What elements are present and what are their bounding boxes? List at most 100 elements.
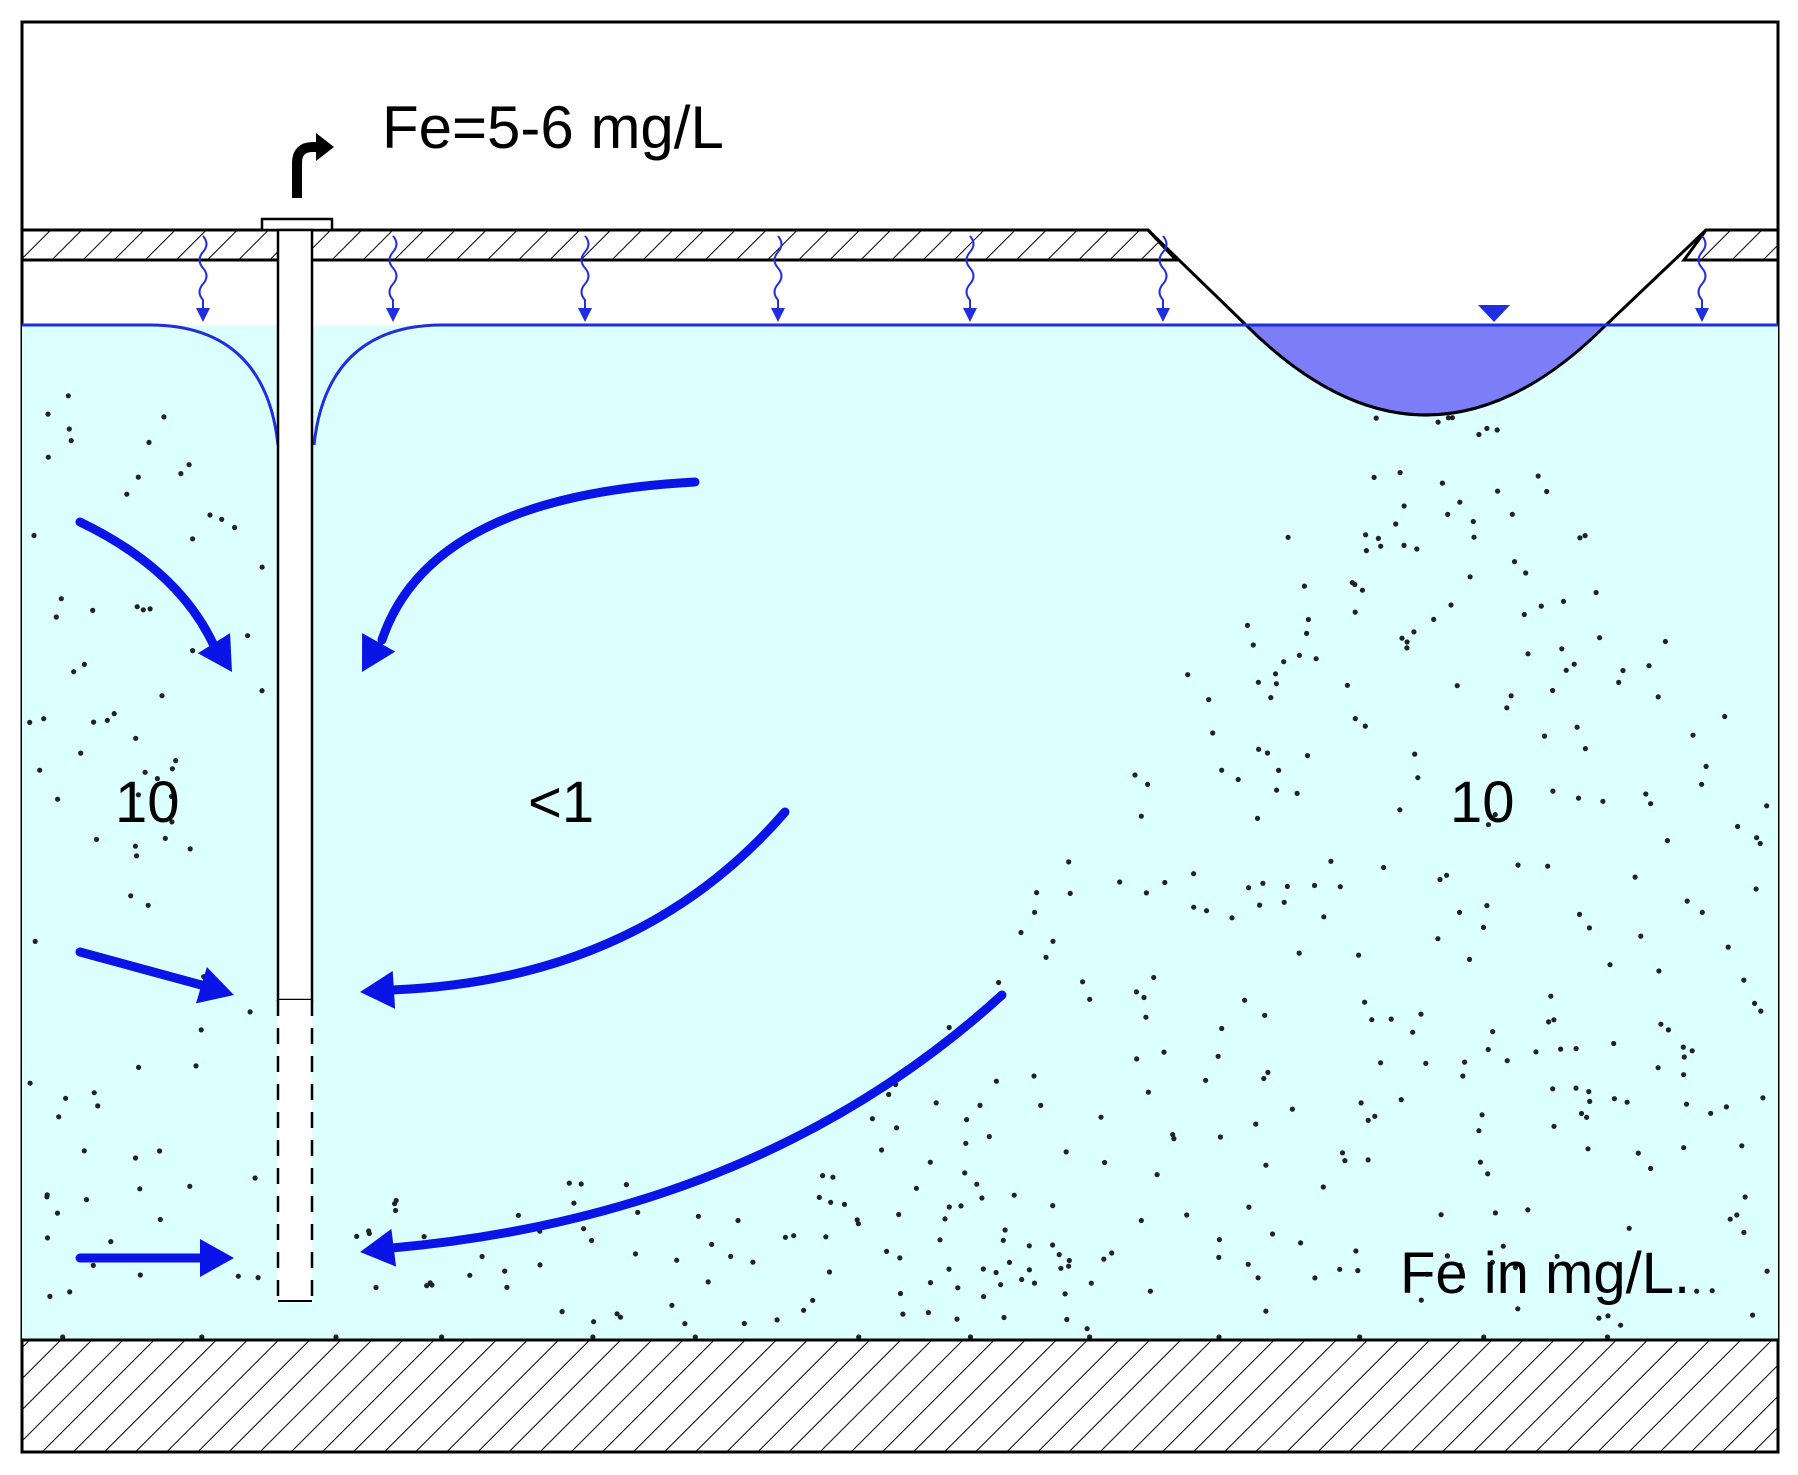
sediment-dot xyxy=(1509,511,1515,517)
sediment-dot xyxy=(735,1217,741,1224)
sediment-dot xyxy=(1438,1212,1444,1218)
sediment-dot xyxy=(1352,609,1358,615)
sediment-dot xyxy=(31,532,37,539)
sediment-dot xyxy=(1362,723,1368,729)
sediment-dot xyxy=(632,1251,639,1257)
sediment-dot xyxy=(124,491,130,497)
sediment-dot xyxy=(1585,1146,1591,1152)
sediment-dot xyxy=(1143,1014,1149,1020)
sediment-dot xyxy=(1117,879,1123,885)
sediment-dot xyxy=(1328,858,1334,864)
sediment-dot xyxy=(967,1334,974,1340)
sediment-dot xyxy=(1512,1264,1518,1271)
sediment-dot xyxy=(954,1316,960,1322)
sediment-dot xyxy=(1305,616,1311,623)
sediment-dot xyxy=(45,454,51,460)
sediment-dot xyxy=(1260,880,1266,886)
sediment-dot xyxy=(1363,548,1369,554)
sediment-dot xyxy=(1313,656,1319,662)
infiltration-squiggle xyxy=(198,235,208,310)
sediment-dot xyxy=(1616,1285,1622,1291)
sediment-dot xyxy=(986,1134,992,1140)
sediment-dot xyxy=(1002,1227,1008,1233)
sediment-dot xyxy=(1102,1159,1108,1166)
sediment-dot xyxy=(1587,1098,1593,1104)
sediment-dot xyxy=(1754,835,1760,841)
sediment-dot xyxy=(828,1199,834,1205)
sediment-dot xyxy=(1162,879,1168,886)
sediment-dot xyxy=(1304,630,1310,637)
sediment-dot xyxy=(1000,1237,1006,1243)
sediment-dot xyxy=(1151,974,1157,981)
sediment-dot xyxy=(1764,1268,1770,1274)
sediment-dot xyxy=(1735,823,1741,830)
sediment-dot xyxy=(977,1102,983,1108)
sediment-dot xyxy=(1254,815,1261,822)
sediment-dot xyxy=(705,1279,711,1285)
sediment-dot xyxy=(1098,1114,1104,1120)
sediment-dot xyxy=(1262,1012,1268,1018)
sediment-dot xyxy=(1219,767,1225,773)
sediment-dot xyxy=(1689,1048,1695,1054)
sediment-dot xyxy=(1550,1086,1556,1092)
sediment-dot xyxy=(1050,1203,1056,1209)
sediment-dot xyxy=(245,633,251,639)
infiltration-squiggle xyxy=(1697,235,1707,310)
sediment-dot xyxy=(1424,1271,1430,1277)
sediment-dot xyxy=(32,938,38,945)
pumping-well xyxy=(260,217,334,1302)
sediment-dot xyxy=(1525,1207,1531,1213)
sediment-dot xyxy=(933,1100,939,1106)
sediment-dot xyxy=(1597,635,1603,641)
sediment-dot xyxy=(1662,638,1668,645)
sediment-dot xyxy=(1626,1225,1632,1231)
flow-arrowhead xyxy=(195,967,234,1004)
sediment-dot xyxy=(1132,772,1138,778)
sediment-dot xyxy=(91,1090,97,1096)
water-level-icon xyxy=(1478,305,1510,322)
sediment-dot xyxy=(1255,1275,1261,1281)
flow-arrow xyxy=(387,807,790,995)
sediment-dot xyxy=(1418,1297,1424,1303)
sediment-dot xyxy=(1273,681,1279,687)
sediment-dot xyxy=(1050,1242,1056,1248)
sediment-dot xyxy=(559,1309,565,1315)
sediment-dot xyxy=(1635,1150,1641,1156)
sediment-dot xyxy=(104,717,110,723)
sediment-dot xyxy=(1444,1253,1450,1259)
sediment-dot xyxy=(1722,713,1728,720)
sediment-dot xyxy=(90,1262,96,1268)
infiltration-squiggle xyxy=(773,235,783,310)
sediment-dot xyxy=(67,1289,73,1295)
sediment-dot xyxy=(1457,1262,1463,1268)
sediment-dot xyxy=(1680,1044,1686,1050)
sediment-dot xyxy=(635,1209,641,1215)
sediment-dot xyxy=(1467,574,1473,580)
sediment-dot xyxy=(1694,1288,1700,1294)
sediment-dot xyxy=(1604,1334,1611,1340)
sediment-dot xyxy=(925,1310,932,1316)
sediment-dot xyxy=(1206,697,1212,703)
sediment-dot xyxy=(566,1180,572,1186)
sediment-dot xyxy=(1586,925,1592,931)
sediment-dot xyxy=(962,1170,968,1176)
sediment-dot xyxy=(1134,1056,1140,1062)
sediment-dot xyxy=(504,1284,510,1290)
sediment-dot xyxy=(1476,1128,1482,1134)
sediment-dot xyxy=(159,693,165,699)
sediment-dot xyxy=(1616,679,1622,686)
sediment-dot xyxy=(1462,1059,1468,1065)
sediment-dot xyxy=(1171,1136,1177,1142)
left-zone-concentration: 10 xyxy=(115,770,180,835)
sediment-dot xyxy=(830,1174,836,1180)
infiltration-arrowhead xyxy=(963,308,977,322)
sediment-dot xyxy=(1342,1158,1348,1164)
sediment-dot xyxy=(135,792,141,798)
sediment-dot xyxy=(1448,602,1454,608)
sediment-dot xyxy=(816,1194,822,1200)
sediment-dot xyxy=(93,836,100,843)
flow-arrowhead xyxy=(200,1239,234,1277)
sediment-dot xyxy=(207,512,213,518)
sediment-dot xyxy=(95,1103,101,1109)
